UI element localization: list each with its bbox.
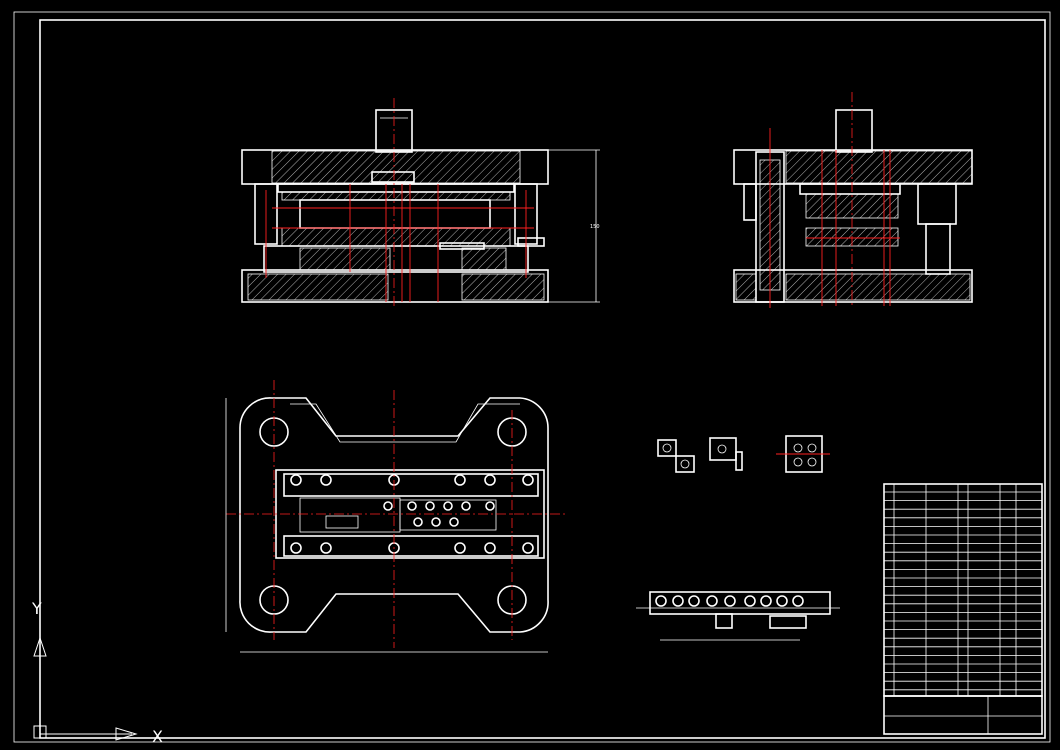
bill-of-materials[interactable]	[883, 483, 1043, 735]
part-detail-views[interactable]	[657, 435, 830, 473]
front-section-view[interactable]: 150	[241, 98, 600, 308]
side-section-view[interactable]	[733, 92, 973, 308]
drawing-frame	[13, 11, 1051, 743]
plan-view[interactable]	[225, 380, 568, 653]
svg-text:150: 150	[590, 224, 600, 230]
ucs-x-label: X	[152, 727, 163, 746]
strip-layout[interactable]	[636, 591, 840, 641]
ucs-icon: X Y	[31, 599, 163, 746]
ucs-y-label: Y	[31, 599, 42, 618]
strip-holes	[655, 595, 804, 607]
